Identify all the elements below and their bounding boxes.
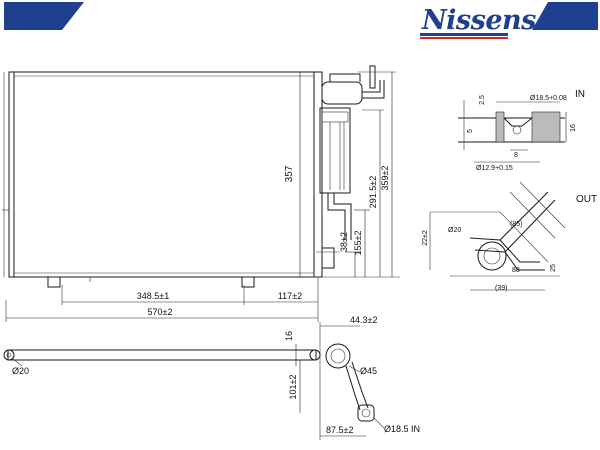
dim-117: 117±2: [278, 291, 302, 301]
front-view: 357 359±2 291.5±2 155±2 38±2 348.5±1 117…: [2, 65, 400, 322]
dim-44-3: 44.3±2: [350, 315, 377, 325]
condenser-core: [13, 71, 315, 278]
in-dim-5: 5: [467, 129, 474, 133]
bracket-left: [47, 276, 61, 288]
outlet-fitting: [321, 247, 335, 269]
in-dim-16: 16: [570, 124, 577, 132]
logo-text: Nissens: [421, 5, 536, 36]
dim-pipe-right: Ø45: [360, 366, 377, 376]
in-dim-2-5: 2.5: [479, 95, 486, 105]
bottom-core-section: [7, 349, 317, 361]
dim-87-5: 87.5±2: [326, 425, 353, 435]
dim-16: 16: [284, 331, 294, 341]
out-dim-25: 25: [550, 264, 557, 272]
receiver-dryer: [319, 107, 351, 194]
dim-pipe-left: Ø20: [12, 366, 29, 376]
dim-359: 359±2: [380, 166, 390, 191]
dim-155: 155±2: [353, 231, 363, 256]
dim-570: 570±2: [148, 307, 173, 317]
brand-logo: Nissens: [4, 2, 598, 39]
dim-357: 357: [284, 165, 295, 182]
logo-underline-blue: [420, 33, 508, 36]
logo-underline-red: [420, 37, 508, 39]
dim-38: 38±2: [339, 232, 349, 252]
dim-291-5: 291.5±2: [368, 176, 378, 208]
dim-in-pipe: Ø18.5 IN: [384, 424, 420, 434]
in-fitting: [357, 404, 375, 422]
right-tank: [313, 71, 323, 278]
detail-out-label: OUT: [576, 194, 597, 205]
detail-in: IN Ø18.5+0.08 16 5 2.5 8 Ø12.9+0.15: [458, 89, 585, 172]
left-tank: [8, 71, 15, 278]
inlet-fitting: [321, 81, 363, 105]
out-dim-top: Ø20: [448, 227, 461, 234]
out-dim-85: (85): [510, 221, 522, 228]
right-pipe-end: [309, 349, 321, 361]
out-dim-88: 88: [512, 267, 520, 274]
left-pipe-end: [3, 349, 15, 361]
dim-348-5: 348.5±1: [137, 291, 169, 301]
in-flange-left: [495, 111, 505, 143]
in-dim-8: 8: [514, 152, 518, 159]
inlet-stub: [369, 65, 376, 89]
logo-left-shape: [4, 2, 84, 30]
in-flange-right: [531, 111, 561, 143]
bracket-right: [241, 276, 255, 288]
dim-101: 101±2: [288, 375, 298, 400]
detail-out: OUT (39) 22±2 Ø20 (85) 25 88: [422, 181, 597, 292]
dryer-section: [325, 343, 351, 369]
in-dia-bottom: Ø12.9+0.15: [476, 165, 513, 172]
out-dim-chain: (39): [495, 285, 507, 292]
detail-in-label: IN: [575, 89, 585, 100]
logo-right-shape: [532, 2, 598, 30]
out-fitting-circle: [477, 241, 507, 271]
bottom-view: Ø20 44.3±2 16 Ø45 101±2 87.5±2 Ø18.5 IN: [3, 315, 420, 440]
out-dim-left: 22±2: [422, 230, 429, 246]
in-dia-top: Ø18.5+0.08: [530, 95, 567, 102]
